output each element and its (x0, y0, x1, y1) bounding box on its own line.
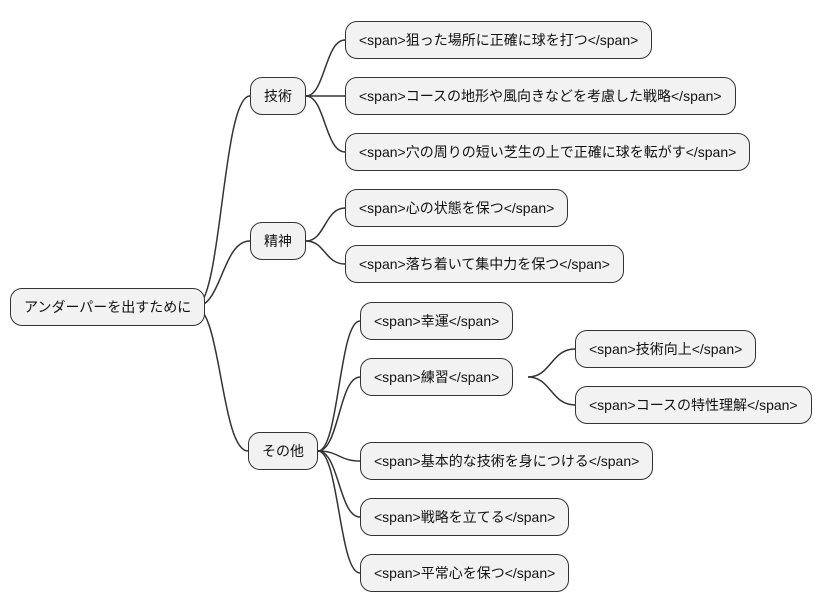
edge-root-tech (194, 95, 251, 308)
node-leaf-accurate-shot: <span>狙った場所に正確に球を打つ</span> (345, 21, 653, 59)
node-leaf-luck: <span>幸運</span> (360, 302, 514, 340)
node-leaf-putting: <span>穴の周りの短い芝生の上で正確に球を転がす</span> (345, 133, 751, 171)
edge-other-1 (317, 320, 361, 452)
edge-mind-1 (305, 207, 346, 242)
edge-practice-1 (527, 348, 576, 378)
node-leaf-course-strategy: <span>コースの地形や風向きなどを考慮した戦略</span> (345, 77, 736, 115)
edge-other-3 (317, 450, 361, 462)
node-leaf-keep-calm: <span>平常心を保つ</span> (360, 554, 570, 592)
node-leaf-skill-improve: <span>技術向上</span> (575, 330, 757, 368)
edge-practice-2 (527, 376, 576, 406)
node-leaf-mind-state: <span>心の状態を保つ</span> (345, 189, 569, 227)
edge-other-4 (317, 450, 361, 518)
node-leaf-practice: <span>練習</span> (360, 358, 514, 396)
node-branch-mental: 精神 (250, 222, 306, 260)
edge-root-other (194, 306, 249, 452)
edge-tech-1 (305, 39, 346, 97)
node-leaf-course-understanding: <span>コースの特性理解</span> (575, 386, 812, 424)
node-branch-tech: 技術 (250, 77, 306, 115)
node-leaf-make-strategy: <span>戦略を立てる</span> (360, 498, 570, 536)
node-root: アンダーパーを出すために (10, 288, 206, 326)
edge-mind-2 (305, 240, 346, 265)
edge-tech-3 (305, 95, 346, 153)
edge-other-5 (317, 450, 361, 574)
node-leaf-basic-skills: <span>基本的な技術を身につける</span> (360, 442, 654, 480)
node-branch-other: その他 (248, 432, 318, 470)
node-leaf-calm-focus: <span>落ち着いて集中力を保つ</span> (345, 245, 624, 283)
edge-other-2 (317, 376, 361, 452)
